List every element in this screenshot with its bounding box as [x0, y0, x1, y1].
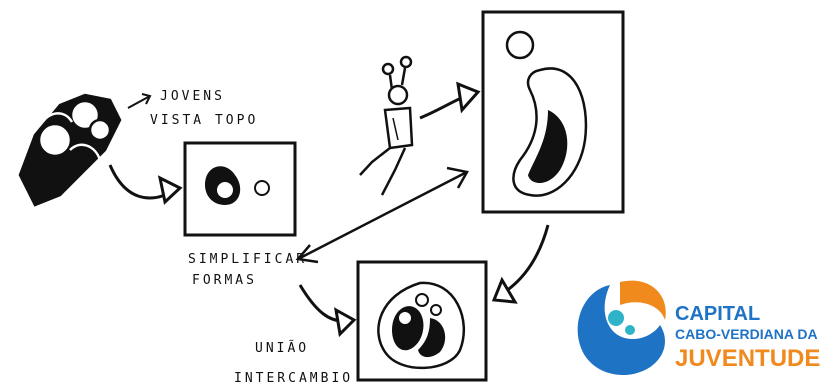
logo-teal-dot [608, 310, 624, 326]
jumping-figure-sketch [360, 57, 412, 195]
logo-line-3: JUVENTUDE [675, 345, 820, 372]
logo-white-dot [630, 306, 642, 318]
youth-top-view-sketch [20, 95, 120, 205]
union-exchange-box [358, 262, 486, 380]
tall-shape-box [483, 12, 623, 212]
simplified-forms-box [185, 143, 295, 235]
simplify-label-1: SIMPLIFICAR [188, 252, 307, 267]
logo-small-dot [625, 325, 635, 335]
youth-label-2: VISTA TOPO [150, 113, 258, 128]
simplify-label-2: FORMAS [192, 273, 257, 288]
youth-label-1: JOVENS [160, 89, 225, 104]
logo-orange-shape [620, 281, 666, 320]
union-label-1: UNIÃO [255, 340, 309, 356]
capital-juventude-logo: CAPITAL CABO-VERDIANA DA JUVENTUDE [578, 281, 821, 375]
logo-line-2: CABO-VERDIANA DA [675, 326, 818, 342]
logo-line-1: CAPITAL [675, 303, 760, 325]
union-label-2: INTERCAMBIO [234, 371, 353, 386]
